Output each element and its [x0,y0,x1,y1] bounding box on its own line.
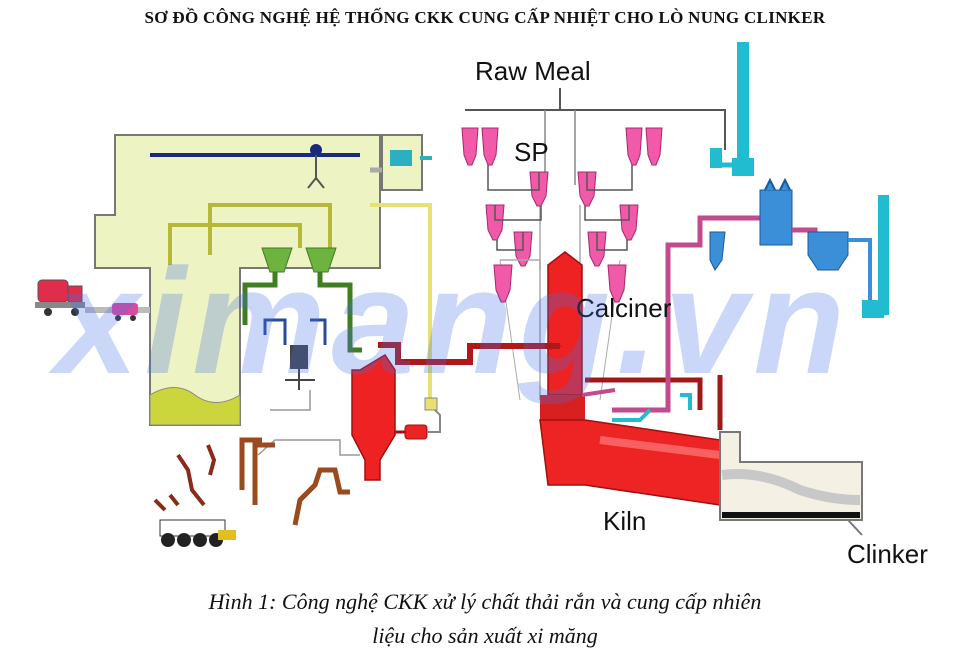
diagram-title: SƠ ĐỒ CÔNG NGHỆ HỆ THỐNG CKK CUNG CẤP NH… [144,8,826,27]
waste-storage-building [94,134,381,426]
label-raw-meal: Raw Meal [475,56,591,86]
waste-conveyors [239,437,350,526]
cyclone-stage1-b [481,127,499,166]
cyclone-stage5-b [607,264,627,303]
bag-filter [807,231,849,271]
rotary-kiln [539,419,721,506]
caption-line-1: Hình 1: Công nghệ CKK xử lý chất thải rắ… [208,589,762,614]
exhaust-stack-upper [710,42,754,176]
label-kiln: Kiln [603,506,646,536]
gas-ducts [378,259,723,430]
bypass-filter [759,189,793,246]
label-clinker: Clinker [847,539,928,569]
grab-crane-icon [307,176,325,189]
truck-icon [35,279,150,316]
feed-hopper-left [261,247,293,273]
calciner [540,251,616,420]
clinker-cooler [719,431,863,536]
shredder-units [153,444,236,547]
bypass-system [612,177,889,422]
cyclone-stage3-b [619,204,639,241]
figure-caption: Hình 1: Công nghệ CKK xử lý chất thải rắ… [0,585,970,653]
gasifier [351,353,441,481]
cyclone-stage1-a [461,127,479,166]
label-sp: SP [514,137,549,167]
cyclone-stage5-a [493,264,513,303]
bypass-cyclone [709,231,726,271]
preheater-tower [461,88,726,401]
feed-hopper-right [305,247,337,273]
loader-icon [112,303,138,321]
exhaust-stack-right [878,195,889,315]
caption-line-2: liệu cho sản xuất xi măng [372,623,598,648]
cyclone-stage1-c [625,127,643,166]
cyclone-stage1-d [645,127,663,166]
bulldozer-icon [218,530,236,540]
label-calciner: Calciner [576,293,672,323]
auxiliary-equipment [257,318,360,456]
fan-unit [370,134,432,400]
